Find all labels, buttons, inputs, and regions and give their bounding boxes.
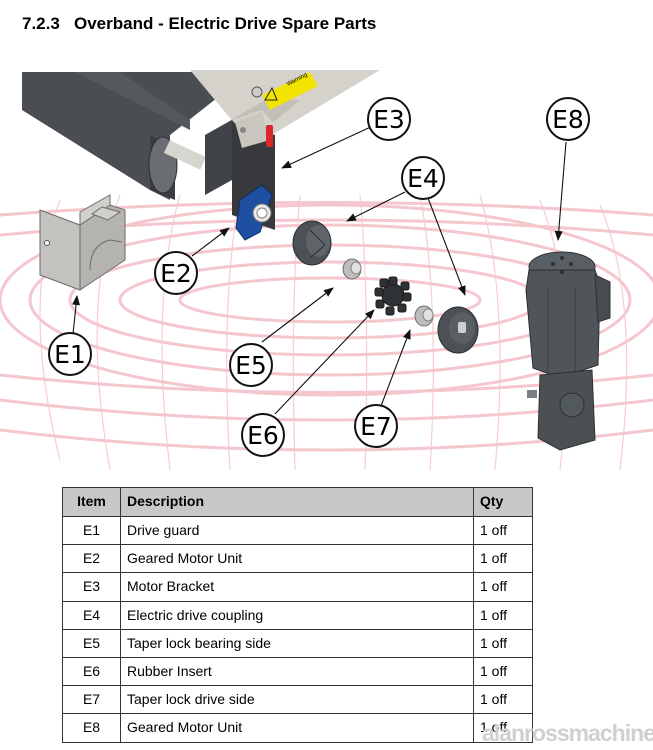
cell-description: Electric drive coupling bbox=[120, 600, 474, 630]
callout-E4[interactable]: E4 bbox=[401, 156, 445, 200]
cell-description: Motor Bracket bbox=[120, 572, 474, 602]
leader-arrows bbox=[72, 124, 567, 415]
cell-description: Rubber Insert bbox=[120, 656, 474, 687]
part-coupling-half-drive-side bbox=[437, 306, 479, 354]
cell-qty: 1 off bbox=[473, 572, 533, 602]
section-number: 7.2.3 bbox=[22, 14, 60, 33]
callout-E5[interactable]: E5 bbox=[229, 343, 273, 387]
arrow-e3 bbox=[281, 124, 376, 169]
table-row: E5 Taper lock bearing side 1 off bbox=[62, 628, 533, 658]
cell-item: E1 bbox=[62, 515, 121, 546]
table-row: E3 Motor Bracket 1 off bbox=[62, 572, 533, 602]
callout-E1[interactable]: E1 bbox=[48, 332, 92, 376]
callout-label: E1 bbox=[54, 340, 86, 369]
part-rubber-insert bbox=[374, 276, 412, 316]
table-header-row: Item Description Qty bbox=[62, 487, 533, 517]
callout-label: E3 bbox=[373, 105, 405, 134]
part-geared-motor bbox=[525, 251, 611, 451]
arrow-e4-b bbox=[427, 197, 466, 296]
column-header-qty: Qty bbox=[473, 487, 533, 517]
callout-label: E6 bbox=[247, 421, 279, 450]
cell-qty: 1 off bbox=[473, 628, 533, 658]
column-header-description: Description bbox=[120, 487, 474, 517]
callout-E2[interactable]: E2 bbox=[154, 251, 198, 295]
exploded-parts-diagram: Warning bbox=[0, 70, 653, 471]
arrow-e5 bbox=[261, 287, 334, 343]
arrow-e7 bbox=[380, 329, 411, 407]
cell-item: E4 bbox=[62, 600, 121, 630]
cell-item: E6 bbox=[62, 656, 121, 687]
table-row: E4 Electric drive coupling 1 off bbox=[62, 600, 533, 630]
callout-label: E4 bbox=[407, 164, 439, 193]
cell-qty: 1 off bbox=[473, 713, 533, 743]
arrow-e8 bbox=[554, 141, 567, 241]
part-drive-guard bbox=[39, 194, 126, 291]
callout-E3[interactable]: E3 bbox=[367, 97, 411, 141]
callout-label: E2 bbox=[160, 259, 192, 288]
part-flange-bearing bbox=[235, 184, 273, 241]
cell-item: E2 bbox=[62, 544, 121, 574]
callout-label: E8 bbox=[552, 105, 584, 134]
cell-description: Taper lock bearing side bbox=[120, 628, 474, 658]
arrow-e1 bbox=[72, 295, 81, 335]
cell-description: Taper lock drive side bbox=[120, 685, 474, 715]
cell-item: E5 bbox=[62, 628, 121, 658]
cell-qty: 1 off bbox=[473, 685, 533, 715]
callout-label: E7 bbox=[360, 412, 392, 441]
part-taper-lock-bearing-side bbox=[342, 258, 362, 280]
part-taper-lock-drive-side bbox=[414, 305, 434, 327]
section-title: Overband - Electric Drive Spare Parts bbox=[73, 14, 377, 33]
callout-E6[interactable]: E6 bbox=[241, 413, 285, 457]
cell-description: Geared Motor Unit bbox=[120, 544, 474, 574]
cell-description: Geared Motor Unit bbox=[120, 713, 474, 743]
part-coupling-half-bearing-side bbox=[292, 220, 332, 266]
spare-parts-table: Item Description Qty E1 Drive guard 1 of… bbox=[62, 487, 533, 743]
cell-item: E7 bbox=[62, 685, 121, 715]
callout-label: E5 bbox=[235, 351, 267, 380]
cell-qty: 1 off bbox=[473, 544, 533, 574]
cell-qty: 1 off bbox=[473, 515, 533, 546]
cell-description: Drive guard bbox=[120, 515, 474, 546]
table-row: E7 Taper lock drive side 1 off bbox=[62, 685, 533, 715]
cell-item: E8 bbox=[62, 713, 121, 743]
watermark-text: alanrossmachinery bbox=[482, 720, 653, 746]
table-row: E1 Drive guard 1 off bbox=[62, 515, 533, 546]
arrow-e4-a bbox=[346, 191, 406, 222]
cell-item: E3 bbox=[62, 572, 121, 602]
section-heading: 7.2.3 Overband - Electric Drive Spare Pa… bbox=[22, 14, 376, 34]
arrow-e6 bbox=[274, 309, 375, 415]
table-row: E8 Geared Motor Unit 1 off bbox=[62, 713, 533, 743]
arrow-e2 bbox=[191, 227, 230, 257]
cell-qty: 1 off bbox=[473, 600, 533, 630]
table-row: E2 Geared Motor Unit 1 off bbox=[62, 544, 533, 574]
callout-E8[interactable]: E8 bbox=[546, 97, 590, 141]
callout-E7[interactable]: E7 bbox=[354, 404, 398, 448]
conveyor-belt-assembly: Warning bbox=[22, 70, 380, 230]
table-row: E6 Rubber Insert 1 off bbox=[62, 656, 533, 687]
cell-qty: 1 off bbox=[473, 656, 533, 687]
column-header-item: Item bbox=[62, 487, 121, 517]
